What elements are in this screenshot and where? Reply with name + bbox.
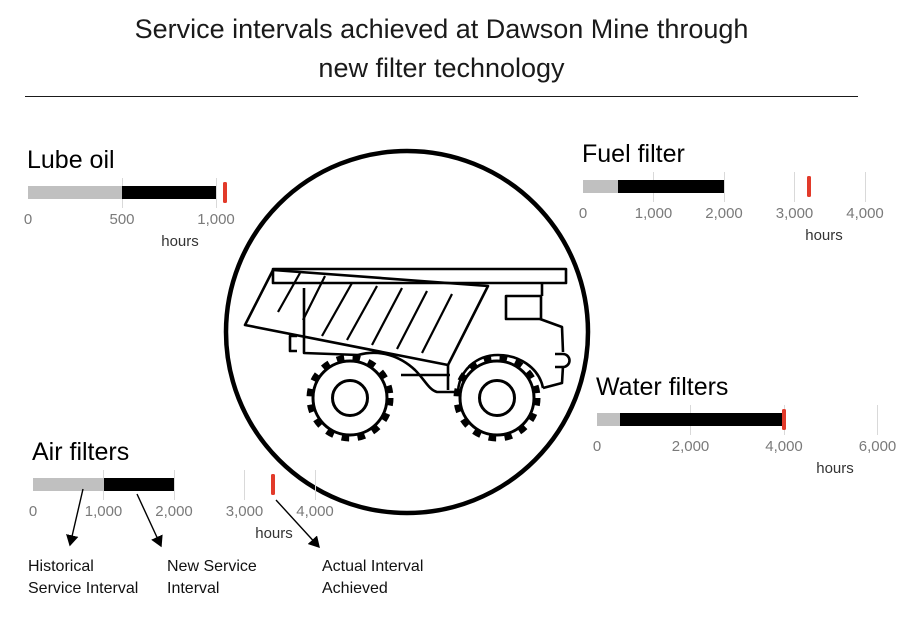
title-divider [25, 96, 858, 97]
axis-gridline [794, 172, 795, 202]
legend-historical-line2: Service Interval [28, 580, 139, 597]
bar-historical-interval [28, 186, 122, 199]
legend-new: New Service Interval [167, 556, 257, 600]
bar-historical-interval [33, 478, 104, 491]
legend-new-line2: Interval [167, 580, 220, 597]
axis-tick-label: 4,000 [296, 503, 334, 520]
axis-unit-label: hours [161, 233, 199, 250]
chart-title: Fuel filter [582, 140, 685, 168]
chart-title: Air filters [32, 438, 130, 466]
page-title-line2: new filter technology [318, 53, 565, 83]
cab-window [504, 294, 543, 321]
bed-canopy-rail [271, 267, 568, 285]
axis-tick-label: 4,000 [846, 205, 884, 222]
bed-inner-panel [302, 288, 359, 357]
bar-historical-interval [597, 413, 621, 426]
actual-interval-tick [223, 182, 228, 203]
axis-gridline [877, 405, 878, 435]
axis-tick-label: 0 [23, 211, 33, 228]
chart-plot: 0 2,000 4,000 6,000 [593, 405, 896, 455]
axis-gridline [173, 470, 175, 500]
legend-actual-line1: Actual Interval [322, 558, 424, 575]
rear-wheel-icon [306, 354, 394, 442]
axis-tick-label: 4,000 [765, 438, 803, 455]
page-title-line1: Service intervals achieved at Dawson Min… [134, 14, 749, 44]
front-bumper [542, 365, 565, 390]
chart-plot: 0 500 1,000 [24, 178, 240, 228]
bar-historical-interval [583, 180, 619, 193]
actual-interval-tick [806, 176, 811, 197]
cab-step [555, 352, 571, 369]
axis-gridline [723, 172, 725, 202]
bar-new-interval [122, 186, 216, 199]
bar-new-interval [103, 478, 174, 491]
page-title: Service intervals achieved at Dawson Min… [25, 10, 858, 88]
chart-title: Water filters [596, 373, 729, 401]
arrow-new [136, 493, 163, 548]
circle-frame [223, 148, 591, 516]
axis-tick-label: 0 [592, 438, 602, 455]
axis-tick-label: 0 [28, 503, 38, 520]
axis-tick-label: 2,000 [705, 205, 743, 222]
truck-body [243, 267, 571, 394]
axis-gridline [314, 470, 316, 500]
axis-gridline [244, 470, 245, 500]
front-wheel-icon [453, 354, 541, 442]
axis-tick-label: 3,000 [225, 503, 264, 520]
axis-tick-label: 2,000 [155, 503, 193, 520]
axis-tick-label: 3,000 [775, 205, 814, 222]
actual-interval-tick [270, 474, 275, 495]
bed-hatch-lines [277, 272, 453, 354]
legend-new-line1: New Service [167, 558, 257, 575]
legend-historical-line1: Historical [28, 558, 94, 575]
legend-actual-line2: Achieved [322, 580, 388, 597]
axis-unit-label: hours [816, 460, 854, 477]
axis-tick-label: 6,000 [858, 438, 897, 455]
axis-gridline [864, 172, 866, 202]
chart-title: Lube oil [27, 146, 115, 174]
bar-new-interval [618, 180, 724, 193]
axis-tick-label: 0 [578, 205, 588, 222]
mining-haul-truck-icon [215, 140, 600, 525]
axis-tick-label: 1,000 [634, 205, 673, 222]
legend-actual: Actual Interval Achieved [322, 556, 423, 600]
axis-tick-label: 500 [109, 211, 135, 228]
axis-unit-label: hours [805, 227, 843, 244]
axis-gridline [215, 178, 217, 208]
axis-unit-label: hours [255, 525, 293, 542]
mud-flap-bracket [288, 334, 297, 353]
actual-interval-tick [782, 409, 786, 430]
legend-historical: Historical Service Interval [28, 556, 138, 600]
chart-plot: 0 1,000 2,000 3,000 4,000 [579, 172, 884, 222]
cab-hood [539, 317, 565, 353]
chart-plot: 0 1,000 2,000 3,000 4,000 [29, 470, 334, 520]
axis-tick-label: 1,000 [84, 503, 123, 520]
bar-new-interval [620, 413, 784, 426]
axis-tick-label: 2,000 [671, 438, 710, 455]
axis-tick-label: 1,000 [197, 211, 235, 228]
